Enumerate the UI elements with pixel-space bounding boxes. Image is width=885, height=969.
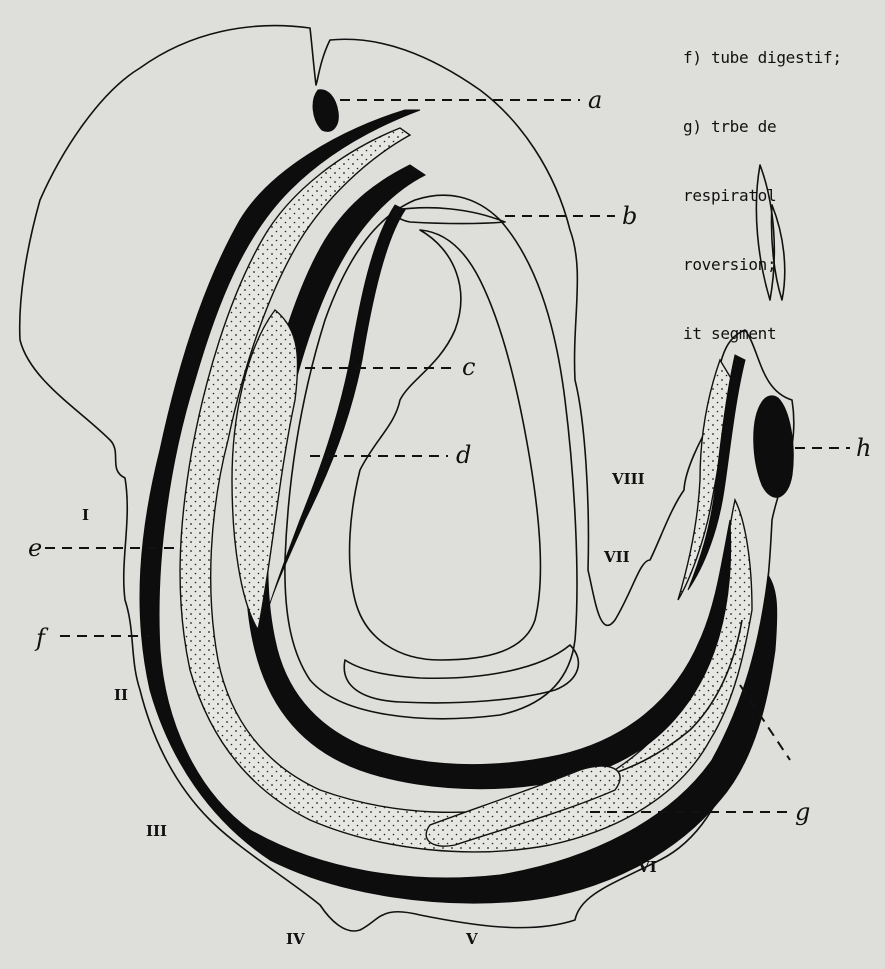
segment-label-V: V [465, 930, 478, 948]
caption-line-5: it segment [683, 322, 885, 345]
outer-envelope-outline [20, 26, 794, 931]
lower-inner-loop [344, 645, 578, 703]
segment-label-VIII: VIII [611, 470, 645, 488]
segment-label-III: III [146, 822, 167, 840]
label-c: c [462, 353, 475, 381]
label-d: d [456, 441, 471, 469]
caption-line-2: g) trbe de [683, 115, 885, 138]
label-g: g [795, 798, 810, 826]
segment-label-VII: VII [603, 548, 630, 566]
organ-a-black-blob [313, 90, 338, 132]
label-b: b [622, 202, 637, 230]
segment-label-VI: VI [637, 858, 657, 876]
caption-line-3: respiratol [683, 184, 885, 207]
segment-label-I: I [82, 506, 89, 524]
label-a: a [588, 86, 602, 114]
organ-h-black-blob [754, 396, 794, 497]
segment-label-IV: IV [286, 930, 305, 948]
digestive-tube-outline [350, 230, 541, 660]
label-f: f [34, 624, 49, 652]
label-h: h [856, 434, 871, 462]
segment-label-II: II [114, 686, 128, 704]
caption-text: f) tube digestif; g) trbe de respiratol … [683, 0, 885, 368]
label-e: e [28, 534, 42, 562]
caption-line-1: f) tube digestif; [683, 46, 885, 69]
caption-line-4: roversion; [683, 253, 885, 276]
